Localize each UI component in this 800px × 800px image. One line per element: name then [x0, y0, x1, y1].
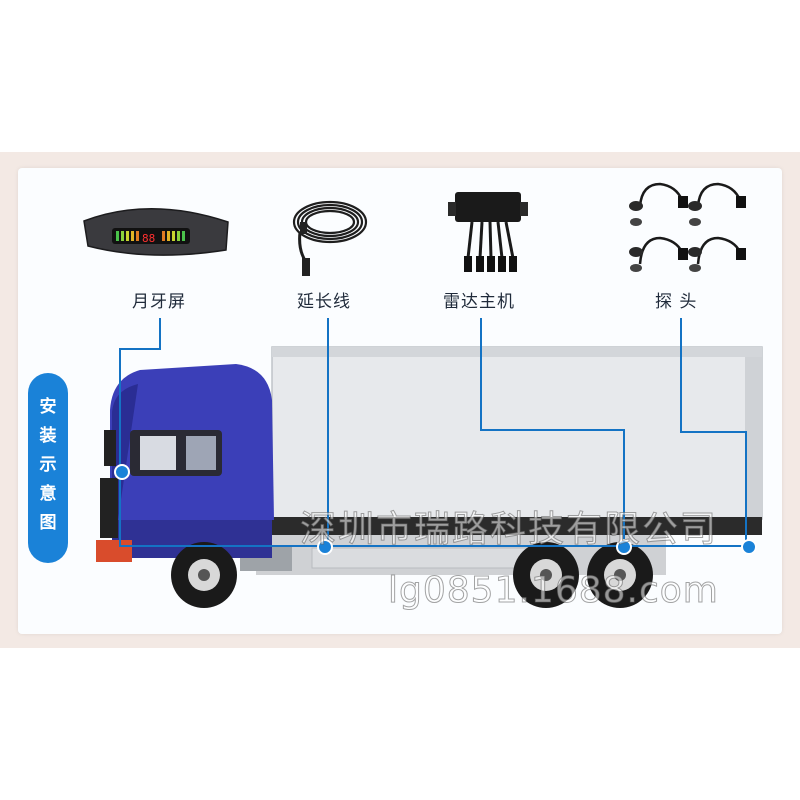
- label-cable: 延长线: [297, 292, 351, 312]
- label-control-box: 雷达主机: [443, 292, 515, 312]
- label-display: 月牙屏: [132, 292, 186, 312]
- truck-cab: [96, 364, 274, 562]
- watermark-site: lg0851.1688.com: [388, 570, 719, 612]
- side-title: 安装示意图: [39, 397, 57, 533]
- sensor-icon: [629, 182, 746, 272]
- truck-wheels: [171, 542, 653, 608]
- display-readout: 88: [142, 232, 155, 245]
- display-icon: 88: [83, 208, 229, 256]
- connector-dots: [114, 464, 757, 555]
- control-box-icon: [448, 192, 528, 272]
- side-title-pill: 安装示意图: [28, 373, 68, 563]
- cable-icon: [292, 200, 368, 276]
- label-sensor: 探 头: [655, 292, 698, 312]
- watermark-company: 深圳市瑞路科技有限公司: [299, 509, 719, 551]
